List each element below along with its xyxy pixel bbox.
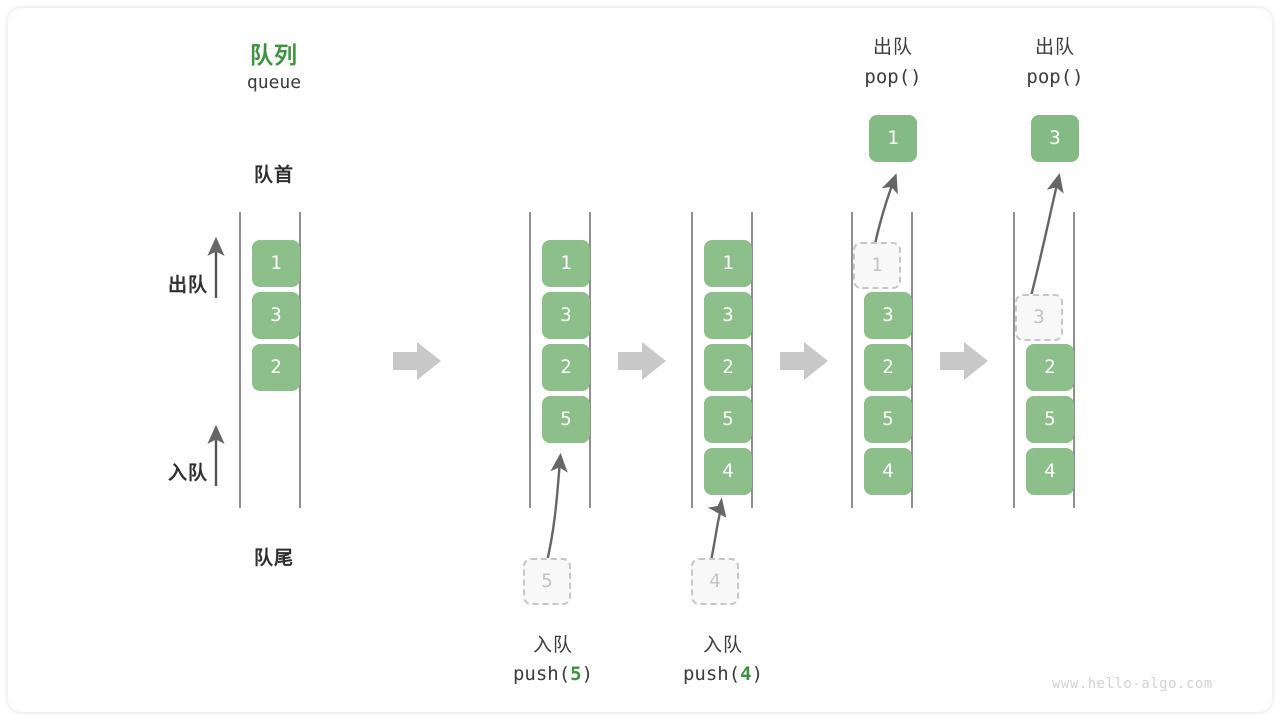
queue-head-label: 队首 xyxy=(253,165,294,186)
queue-ghost-cell: 3 xyxy=(1015,294,1063,341)
diagram-card: 队列 queue 队首 队尾 出队 入队 1 3 2 1 3 2 5 5 入队 … xyxy=(8,8,1272,712)
code-prefix: pop( xyxy=(864,66,911,88)
queue-tail-label: 队尾 xyxy=(253,548,294,569)
queue-cell: 2 xyxy=(1026,344,1074,391)
incoming-ghost-cell: 4 xyxy=(691,558,739,605)
diagram-overlay xyxy=(207,172,1075,567)
step-caption-cn: 出队 xyxy=(1034,37,1075,58)
popped-cell: 3 xyxy=(1031,115,1079,162)
step-caption-code: pop() xyxy=(965,66,1145,88)
queue-cell: 5 xyxy=(864,396,912,443)
code-suffix: ) xyxy=(910,66,922,88)
queue-cell: 2 xyxy=(864,344,912,391)
queue-cell: 2 xyxy=(542,344,590,391)
queue-cell: 3 xyxy=(864,292,912,339)
queue-title-en: queue xyxy=(246,72,302,93)
step-caption-code: push(4) xyxy=(633,663,813,685)
queue-cell: 1 xyxy=(252,240,300,287)
step-caption-cn: 入队 xyxy=(702,635,743,656)
incoming-ghost-cell: 5 xyxy=(523,558,571,605)
queue-cell: 5 xyxy=(1026,396,1074,443)
code-suffix: ) xyxy=(1072,66,1084,88)
code-arg: 5 xyxy=(570,663,582,685)
queue-cell: 4 xyxy=(1026,448,1074,495)
queue-cell: 5 xyxy=(542,396,590,443)
code-prefix: push( xyxy=(682,663,741,685)
queue-title-cn: 队列 xyxy=(250,42,298,68)
step-caption-cn: 入队 xyxy=(532,635,573,656)
queue-cell: 5 xyxy=(704,396,752,443)
code-prefix: push( xyxy=(512,663,571,685)
queue-cell: 1 xyxy=(542,240,590,287)
step-caption-code: push(5) xyxy=(463,663,643,685)
queue-ghost-cell: 1 xyxy=(853,242,901,289)
queue-cell: 2 xyxy=(252,344,300,391)
code-arg: 4 xyxy=(740,663,752,685)
queue-cell: 3 xyxy=(542,292,590,339)
queue-cell: 2 xyxy=(704,344,752,391)
queue-cell: 3 xyxy=(704,292,752,339)
dequeue-side-label: 出队 xyxy=(167,275,208,296)
enqueue-side-label: 入队 xyxy=(167,463,208,484)
code-suffix: ) xyxy=(751,663,764,685)
code-suffix: ) xyxy=(581,663,594,685)
step-caption-cn: 出队 xyxy=(872,37,913,58)
queue-cell: 1 xyxy=(704,240,752,287)
step-caption-code: pop() xyxy=(803,66,983,88)
queue-cell: 4 xyxy=(704,448,752,495)
queue-cell: 4 xyxy=(864,448,912,495)
popped-cell: 1 xyxy=(869,115,917,162)
code-prefix: pop( xyxy=(1026,66,1073,88)
queue-cell: 3 xyxy=(252,292,300,339)
watermark: www.hello-algo.com xyxy=(1052,676,1213,692)
